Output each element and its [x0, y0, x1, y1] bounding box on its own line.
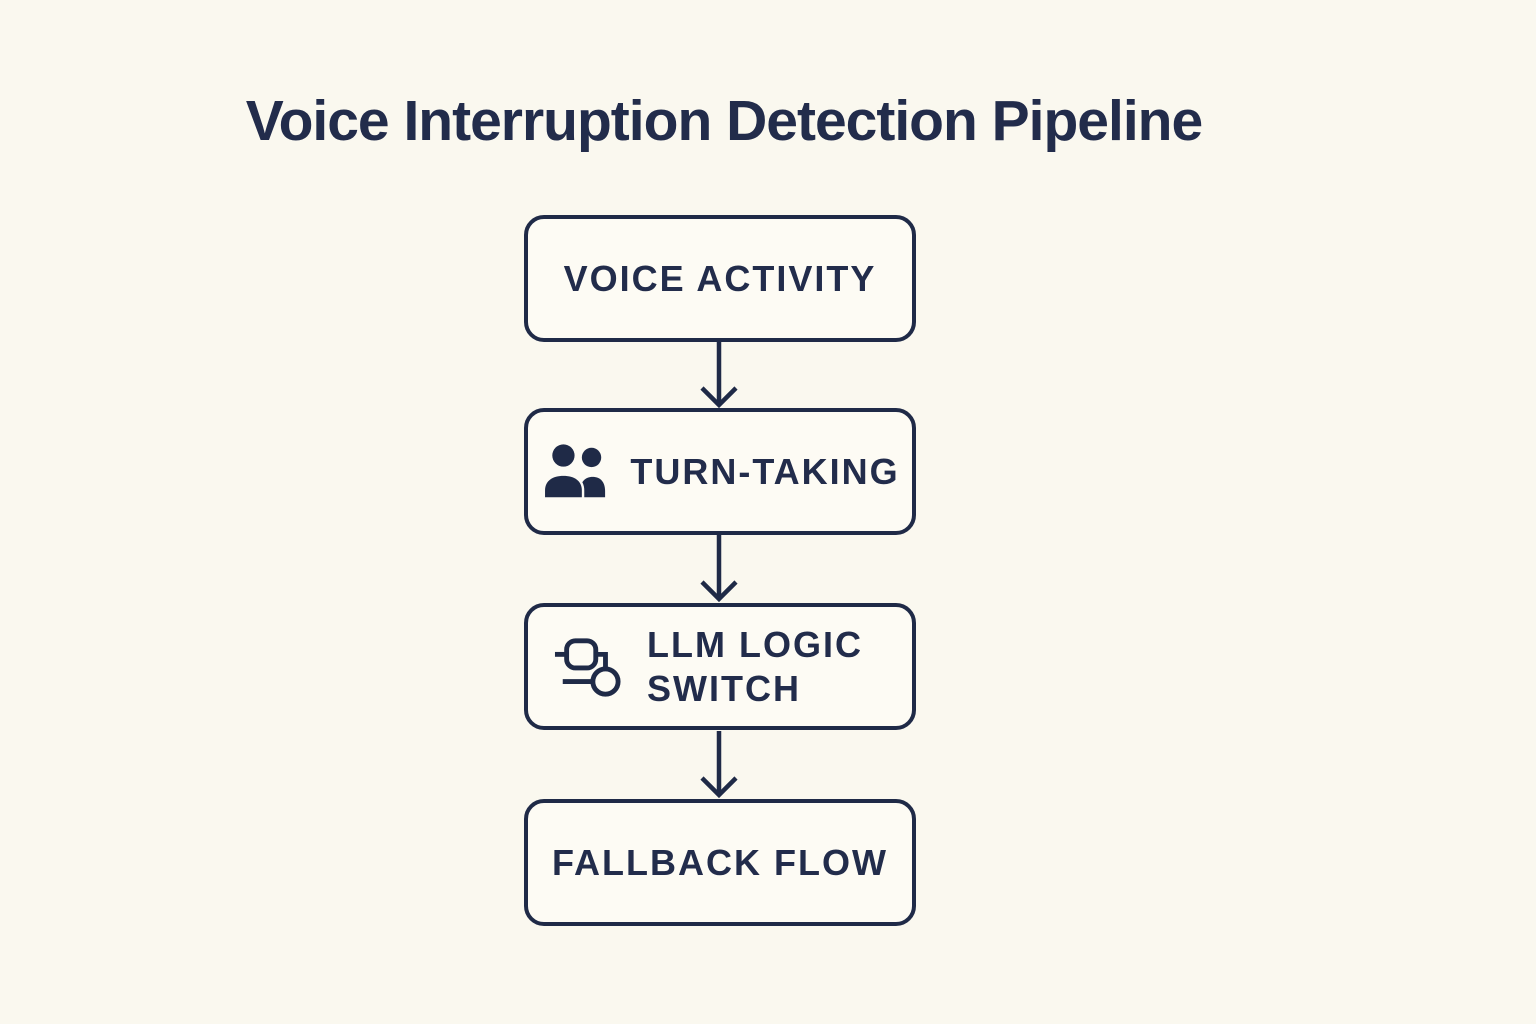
node-label: TURN-TAKING	[630, 450, 900, 492]
node-llm-logic-switch: LLM LOGIC SWITCH	[524, 603, 916, 730]
node-label: LLM LOGIC SWITCH	[647, 624, 863, 709]
node-label: VOICE ACTIVITY	[563, 257, 877, 299]
node-label: FALLBACK FLOW	[552, 841, 888, 883]
node-fallback-flow: FALLBACK FLOW	[524, 799, 916, 926]
arrow-down-icon	[700, 535, 738, 603]
people-icon	[542, 441, 606, 500]
node-voice-activity: VOICE ACTIVITY	[524, 215, 916, 342]
diagram-title: Voice Interruption Detection Pipeline	[245, 89, 1203, 153]
arrow-down-icon	[700, 341, 738, 409]
arrow-down-icon	[700, 731, 738, 799]
node-turn-taking: TURN-TAKING	[524, 408, 916, 535]
flow-branch-icon	[554, 637, 621, 697]
